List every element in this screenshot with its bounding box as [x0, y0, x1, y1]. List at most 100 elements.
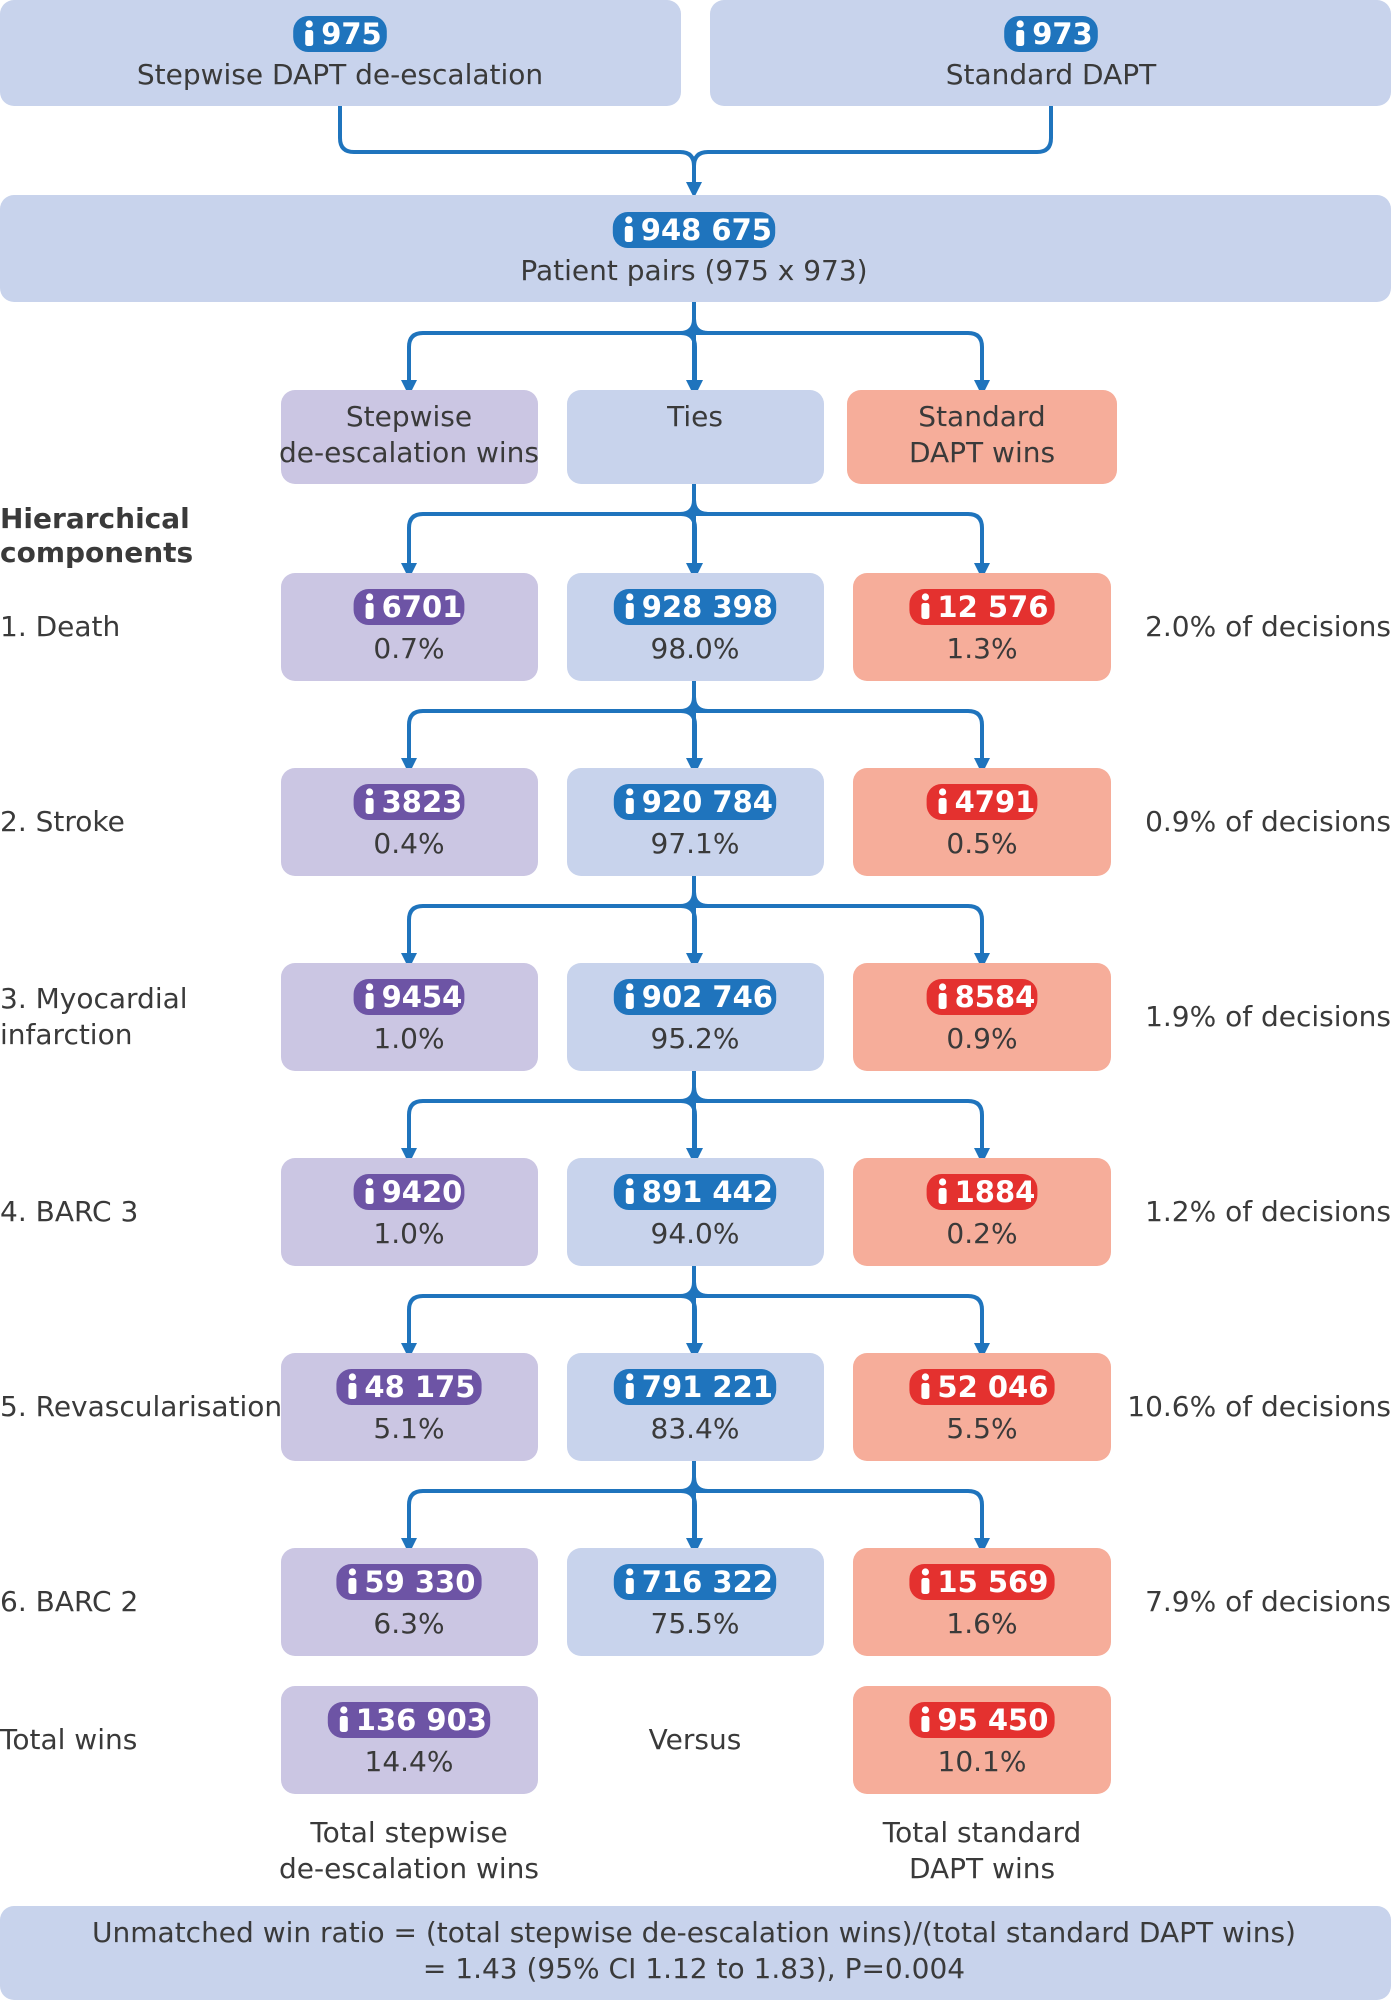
- versus-label: Versus: [649, 1723, 742, 1756]
- person-icon: [921, 1373, 930, 1399]
- person-icon: [625, 593, 634, 619]
- count-badge-bg: [926, 1174, 1038, 1210]
- connector-arrow: [692, 1476, 990, 1554]
- total-stepwise-caption-line1: Total stepwise: [309, 1816, 507, 1849]
- component-label-line2: infarction: [0, 1018, 132, 1051]
- standard-wins-percent: 0.5%: [946, 827, 1017, 860]
- stepwise-wins-percent: 1.0%: [373, 1217, 444, 1250]
- decisions-percent: 1.9% of decisions: [1145, 1000, 1391, 1033]
- component-label-line1: 3. Myocardial: [0, 982, 188, 1015]
- person-icon: [624, 216, 633, 242]
- count-badge-bg: [612, 212, 776, 248]
- count-badge-bg: [909, 1564, 1055, 1600]
- count-badge-bg: [926, 784, 1038, 820]
- person-icon: [625, 983, 634, 1009]
- component-box-stepwise: [281, 1158, 538, 1266]
- total-stepwise-percent: 14.4%: [365, 1745, 454, 1778]
- total-standard-caption-line1: Total standard: [882, 1816, 1082, 1849]
- connector-arrow: [692, 1086, 990, 1164]
- person-icon: [365, 983, 374, 1009]
- ties-count: 891 442: [613, 1174, 777, 1210]
- win-ratio-formula: Unmatched win ratio = (total stepwise de…: [92, 1916, 1296, 1949]
- ties-count: 920 784: [613, 784, 777, 820]
- component-label: 4. BARC 3: [0, 1195, 138, 1228]
- count-badge-bg: [926, 979, 1038, 1015]
- standard-wins-count: 52 046: [909, 1369, 1055, 1405]
- count-badge-bg: [336, 1369, 482, 1405]
- count-badge-bg: [909, 1369, 1055, 1405]
- ties-percent: 98.0%: [651, 632, 740, 665]
- count-value: 3823: [382, 785, 463, 819]
- person-icon: [348, 1373, 357, 1399]
- count-value: 4791: [955, 785, 1036, 819]
- count-badge-bg: [353, 784, 465, 820]
- arm-box-standard: [710, 0, 1391, 106]
- person-icon: [921, 1568, 930, 1594]
- connector-arrow: [692, 891, 990, 969]
- count-value: 716 322: [642, 1565, 773, 1599]
- count-badge-bg: [613, 1369, 777, 1405]
- standard-wins-percent: 0.2%: [946, 1217, 1017, 1250]
- stepwise-wins-percent: 0.4%: [373, 827, 444, 860]
- connector-arrow: [401, 1281, 696, 1359]
- count-value: 136 903: [356, 1703, 487, 1737]
- ties-count: 902 746: [613, 979, 777, 1015]
- count-badge-bg: [613, 1174, 777, 1210]
- standard-wins-percent: 1.6%: [946, 1607, 1017, 1640]
- connector-arrow: [692, 106, 1053, 167]
- stepwise-wins-count: 9454: [353, 979, 465, 1015]
- person-icon: [1016, 20, 1025, 46]
- arm-box-stepwise: [0, 0, 681, 106]
- category-box-ties: [567, 390, 824, 484]
- total-stepwise-count: 136 903: [327, 1702, 491, 1738]
- ties-percent: 97.1%: [651, 827, 740, 860]
- arm-label-stepwise: Stepwise DAPT de-escalation: [137, 58, 543, 91]
- connector-arrow: [401, 1086, 696, 1164]
- count-value: 9420: [382, 1175, 463, 1209]
- person-icon: [625, 1373, 634, 1399]
- person-icon: [625, 1178, 634, 1204]
- stepwise-wins-percent: 0.7%: [373, 632, 444, 665]
- component-label: 6. BARC 2: [0, 1585, 138, 1618]
- count-badge-bg: [613, 1564, 777, 1600]
- component-label: 5. Revascularisation: [0, 1390, 282, 1423]
- stepwise-wins-count: 48 175: [336, 1369, 482, 1405]
- person-icon: [305, 20, 314, 46]
- hierarchy-title-line1: Hierarchical: [0, 502, 190, 535]
- win-ratio-result: = 1.43 (95% CI 1.12 to 1.83), P=0.004: [423, 1952, 965, 1985]
- person-icon: [348, 1568, 357, 1594]
- count-badge-bg: [613, 589, 777, 625]
- person-icon: [365, 788, 374, 814]
- count-badge-bg: [327, 1702, 491, 1738]
- pairs-count: 948 675: [612, 212, 776, 248]
- count-value: 95 450: [937, 1703, 1048, 1737]
- stepwise-wins-count: 59 330: [336, 1564, 482, 1600]
- decisions-percent: 2.0% of decisions: [1145, 610, 1391, 643]
- count-badge-bg: [613, 979, 777, 1015]
- connector-arrow: [401, 499, 696, 579]
- person-icon: [365, 1178, 374, 1204]
- count-badge-bg: [613, 784, 777, 820]
- win-ratio-box: [0, 1906, 1391, 2000]
- standard-wins-count: 8584: [926, 979, 1038, 1015]
- category-box-stepwise-wins: [281, 390, 538, 484]
- person-icon: [365, 593, 374, 619]
- category-label-ties: Ties: [666, 400, 723, 433]
- count-value: 920 784: [642, 785, 773, 819]
- decisions-percent: 10.6% of decisions: [1127, 1390, 1391, 1423]
- connector-arrow: [401, 318, 696, 396]
- total-standard-caption-line2: DAPT wins: [909, 1852, 1055, 1885]
- component-box-stepwise: [281, 768, 538, 876]
- ties-count: 928 398: [613, 589, 777, 625]
- stepwise-wins-percent: 6.3%: [373, 1607, 444, 1640]
- person-icon: [938, 983, 947, 1009]
- count-value: 15 569: [937, 1565, 1048, 1599]
- standard-wins-percent: 5.5%: [946, 1412, 1017, 1445]
- count-badge-bg: [353, 1174, 465, 1210]
- component-label: 1. Death: [0, 610, 120, 643]
- count-badge-bg: [909, 589, 1055, 625]
- stepwise-wins-percent: 5.1%: [373, 1412, 444, 1445]
- pairs-box: [0, 195, 1391, 302]
